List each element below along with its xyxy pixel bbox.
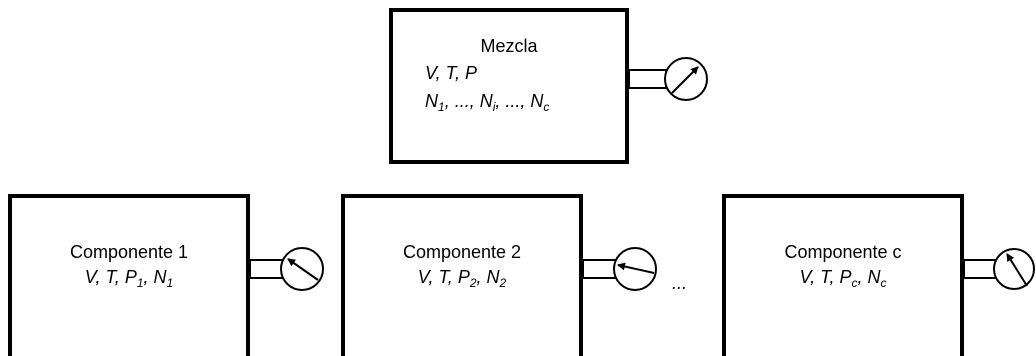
component-c-block: Componente c V, T, Pc, Nc xyxy=(722,194,1035,356)
component-1-block: Componente 1 V, T, P1, N1 xyxy=(8,194,324,356)
gauge-needle-icon xyxy=(617,262,655,274)
component-2-box xyxy=(341,194,583,356)
component-c-pipe xyxy=(963,259,998,279)
component-1-box xyxy=(8,194,250,356)
mixture-pipe xyxy=(628,69,667,89)
component-2-block: Componente 2 V, T, P2, N2 xyxy=(341,194,657,356)
pressure-gauge-icon xyxy=(993,248,1035,290)
component-1-state-vars: V, T, P1, N1 xyxy=(85,267,173,290)
gauge-needle-icon xyxy=(1006,253,1028,287)
gauge-needle-icon xyxy=(671,66,699,94)
component-1-title: Componente 1 xyxy=(70,242,188,262)
mixture-block: Mezcla V, T, P N1, ..., Ni, ..., Nc xyxy=(389,8,708,164)
component-c-state-vars: V, T, Pc, Nc xyxy=(799,267,886,290)
component-c-box xyxy=(722,194,964,356)
component-2-pipe xyxy=(582,259,617,279)
mixture-state-vars: V, T, P xyxy=(425,63,477,83)
mixture-title: Mezcla xyxy=(480,36,538,56)
components-ellipsis: ... xyxy=(672,273,687,293)
gauge-needle-icon xyxy=(287,258,319,281)
mixture-moles-list: N1, ..., Ni, ..., Nc xyxy=(425,91,549,114)
component-1-pipe xyxy=(249,259,284,279)
mixture-box xyxy=(389,8,629,164)
component-2-state-vars: V, T, P2, N2 xyxy=(418,267,507,290)
component-2-title: Componente 2 xyxy=(403,242,521,262)
component-c-title: Componente c xyxy=(784,242,901,262)
